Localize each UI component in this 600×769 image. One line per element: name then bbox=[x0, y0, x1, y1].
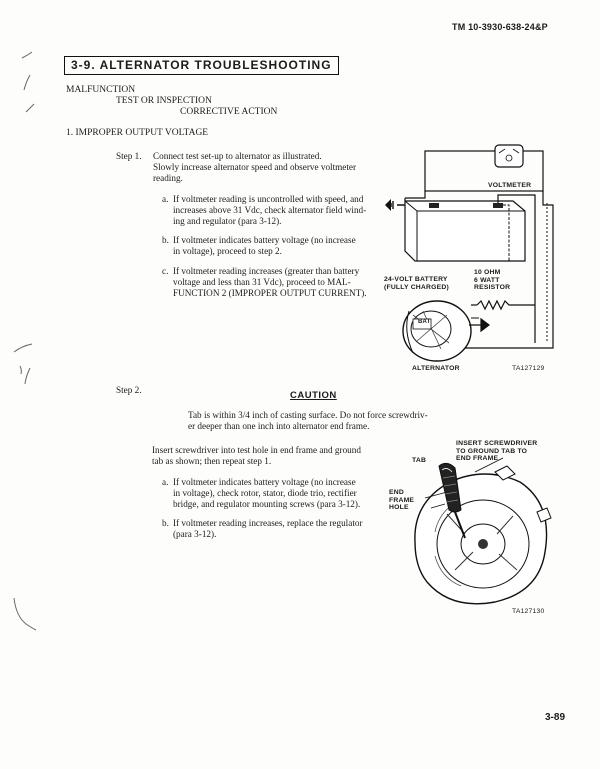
legend-test: TEST OR INSPECTION bbox=[116, 96, 212, 106]
step1-item-c-line3: FUNCTION 2 (IMPROPER OUTPUT CURRENT). bbox=[173, 287, 367, 298]
step1-item-c-line2: voltage and less than 31 Vdc), proceed t… bbox=[173, 276, 351, 287]
battery-label: 24-VOLT BATTERY (FULLY CHARGED) bbox=[384, 276, 449, 291]
insert-label-line2: TO GROUND TAB TO bbox=[456, 447, 528, 455]
voltmeter-box bbox=[424, 150, 544, 192]
step1-item-b-line2: in voltage), proceed to step 2. bbox=[173, 245, 282, 256]
legend-malfunction: MALFUNCTION bbox=[66, 85, 136, 95]
document-id: TM 10-3930-638-24&P bbox=[452, 22, 548, 32]
page-number: 3-89 bbox=[545, 712, 566, 723]
step2-item-a-line3: bridge, and regulator mounting screws (p… bbox=[173, 498, 361, 509]
step2-line2: tab as shown; then repeat step 1. bbox=[152, 455, 272, 466]
step2-item-b-letter: b. bbox=[162, 518, 169, 528]
resistor-label-line3: RESISTOR bbox=[474, 284, 511, 292]
insert-screwdriver-label: INSERT SCREWDRIVER TO GROUND TAB TO END … bbox=[456, 440, 537, 463]
step1-line3: reading. bbox=[153, 172, 183, 183]
step1-item-a-letter: a. bbox=[162, 194, 169, 204]
end-frame-drawing bbox=[414, 465, 552, 605]
step2-item-a-line1: If voltmeter indicates battery voltage (… bbox=[173, 477, 356, 487]
step1-item-c: If voltmeter reading increases (greater … bbox=[173, 266, 388, 298]
figure-test-setup bbox=[385, 144, 554, 362]
resistor-label-line2: 6 WATT bbox=[474, 276, 500, 284]
end-frame-hole-label: END FRAME HOLE bbox=[389, 489, 414, 512]
step2-item-b-line1: If voltmeter reading increases, replace … bbox=[173, 518, 363, 528]
tab-label: TAB bbox=[412, 457, 427, 464]
section-title: 3-9. ALTERNATOR TROUBLESHOOTING bbox=[64, 56, 339, 75]
step2-line1: Insert screwdriver into test hole in end… bbox=[152, 445, 361, 455]
resistor-label: 10 OHM 6 WATT RESISTOR bbox=[474, 269, 510, 292]
end-frame-label-line2: FRAME bbox=[389, 496, 415, 504]
figure1-id: TA127129 bbox=[512, 365, 545, 372]
step1-item-a-line2: increases above 31 Vdc, check alternator… bbox=[173, 204, 367, 215]
step2-item-b: If voltmeter reading increases, replace … bbox=[173, 518, 388, 540]
end-frame-label-line1: END bbox=[389, 489, 404, 496]
step2-item-a-line2: in voltage), check rotor, stator, diode … bbox=[173, 487, 357, 498]
battery-label-line1: 24-VOLT BATTERY bbox=[384, 276, 448, 283]
step1-line2: Slowly increase alternator speed and obs… bbox=[153, 161, 357, 172]
step1-item-b: If voltmeter indicates battery voltage (… bbox=[173, 235, 388, 257]
step1-item-b-line1: If voltmeter indicates battery voltage (… bbox=[173, 235, 356, 245]
voltmeter-label: VOLTMETER bbox=[488, 182, 532, 189]
step1-item-a-line3: ing and regulator (para 3-12). bbox=[173, 215, 282, 226]
battery-drawing bbox=[385, 199, 526, 262]
insert-label-line1: INSERT SCREWDRIVER bbox=[456, 440, 538, 447]
step1-item-a: If voltmeter reading is uncontrolled wit… bbox=[173, 194, 388, 226]
alternator-label: ALTERNATOR bbox=[412, 365, 460, 372]
caution-line2: er deeper than one inch into alternator … bbox=[188, 420, 370, 431]
insert-label-line3: END FRAME bbox=[456, 455, 499, 463]
resistor-symbol bbox=[476, 299, 535, 311]
alternator-drawing bbox=[402, 300, 490, 362]
voltmeter-face bbox=[494, 144, 524, 168]
margin-marks bbox=[13, 51, 37, 631]
malfunction-1-title: 1. IMPROPER OUTPUT VOLTAGE bbox=[66, 128, 209, 138]
resistor-label-line1: 10 OHM bbox=[474, 269, 501, 276]
figure-end-frame bbox=[414, 457, 552, 605]
caution-text: Tab is within 3/4 inch of casting surfac… bbox=[188, 410, 458, 432]
screwdriver-drawing bbox=[438, 462, 466, 539]
step1-item-b-letter: b. bbox=[162, 235, 169, 245]
caution-heading: CAUTION bbox=[290, 390, 337, 401]
legend-action: CORRECTIVE ACTION bbox=[180, 107, 278, 117]
step2-label: Step 2. bbox=[116, 385, 142, 395]
step2-item-a: If voltmeter indicates battery voltage (… bbox=[173, 477, 388, 509]
step1-item-c-letter: c. bbox=[162, 266, 169, 276]
step2-item-a-letter: a. bbox=[162, 477, 169, 487]
bat-terminal-label: BAT bbox=[418, 319, 431, 325]
figure2-id: TA127130 bbox=[512, 608, 545, 615]
battery-label-line2: (FULLY CHARGED) bbox=[384, 283, 449, 291]
step1-item-c-line1: If voltmeter reading increases (greater … bbox=[173, 266, 360, 276]
step1-line1: Connect test set-up to alternator as ill… bbox=[153, 151, 322, 161]
step2-item-b-line2: (para 3-12). bbox=[173, 528, 217, 539]
caution-line1: Tab is within 3/4 inch of casting surfac… bbox=[188, 410, 428, 420]
step1-label: Step 1. bbox=[116, 151, 142, 161]
step2-intro: Insert screwdriver into test hole in end… bbox=[152, 445, 387, 467]
end-frame-label-line3: HOLE bbox=[389, 504, 409, 512]
step1-item-a-line1: If voltmeter reading is uncontrolled wit… bbox=[173, 194, 364, 204]
step1-intro: Connect test set-up to alternator as ill… bbox=[153, 151, 388, 183]
